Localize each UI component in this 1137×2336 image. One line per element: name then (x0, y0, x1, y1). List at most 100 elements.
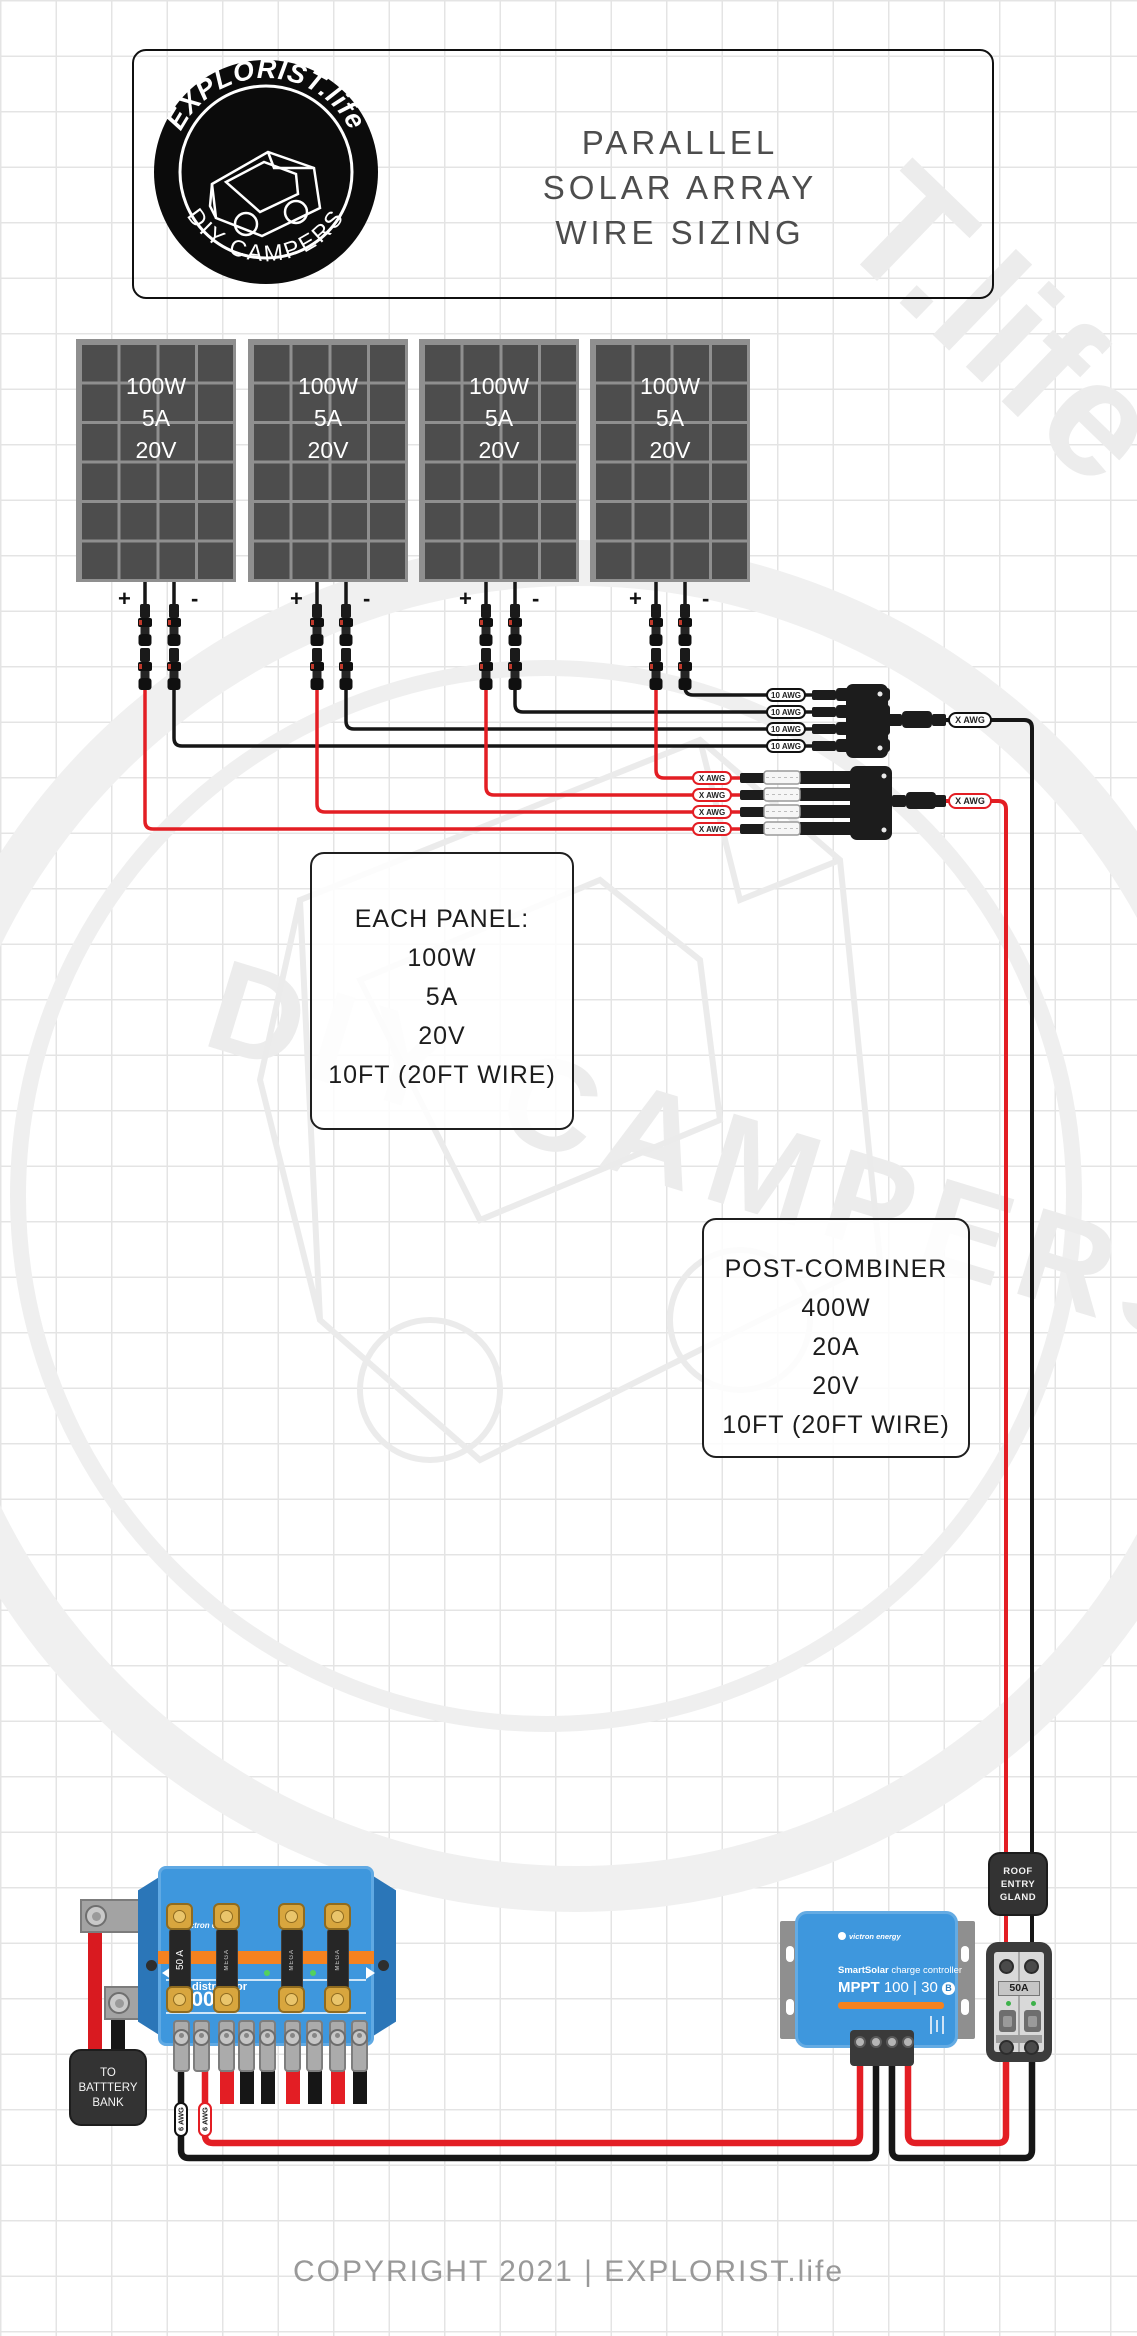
breaker-toggle (999, 2010, 1016, 2032)
wire-label-positive-1: X AWG (692, 771, 732, 785)
wire-6awg-positive (201, 2060, 864, 2147)
page-title: PARALLEL SOLAR ARRAY WIRE SIZING (542, 124, 818, 251)
panel-amps: 5A (141, 405, 171, 431)
wire-trunk-negative (884, 718, 1034, 1968)
arrow-right-icon (366, 1967, 375, 1979)
wire-panel2-positive (315, 660, 740, 814)
panel2-plus-label: + (290, 586, 303, 611)
ring-terminal (329, 2020, 346, 2072)
wire-label-negative-3: 10 AWG (766, 722, 806, 736)
copyright-text: COPYRIGHT 2021 | EXPLORIST.life (292, 2255, 845, 2288)
wire-panel1-positive (143, 660, 740, 831)
distributor-led (310, 1970, 316, 1976)
breaker-led (1031, 2001, 1036, 2006)
mppt-brand: victron energy (838, 1932, 901, 1941)
ring-terminal (238, 2020, 255, 2072)
mppt-terminal-screw (870, 2036, 882, 2048)
panel1-minus-label: - (191, 586, 199, 611)
ring-terminal (284, 2020, 301, 2072)
each-panel-note: EACH PANEL: 100W 5A 20V 10FT (20FT WIRE) (310, 852, 574, 1130)
panel-lead-stubs (143, 580, 687, 608)
bluetooth-icon: B (941, 1982, 955, 1995)
wire-label-positive-3: X AWG (692, 805, 732, 819)
panel-volts: 20V (135, 437, 177, 463)
mega-fuse-2: MEGA (216, 1929, 238, 1991)
wire-trunk-positive (886, 799, 1008, 1968)
mppt-bracket-right (955, 1921, 975, 2039)
wire-panel3-negative (513, 660, 850, 714)
panel2-minus-label: - (363, 586, 371, 611)
solar-panel-1: 100W 5A 20V (76, 339, 236, 582)
ring-terminal (218, 2020, 235, 2072)
fuse-bolt (213, 1986, 240, 2013)
roof-entry-gland: ROOF ENTRY GLAND (988, 1852, 1048, 1916)
breaker-rating-label: 50A (998, 1981, 1040, 1996)
mega-fuse-4: MEGA (327, 1929, 349, 1991)
wire-6awg-negative (177, 2060, 880, 2162)
mppt-product-line: SmartSolar charge controller (838, 1965, 963, 1976)
panel-watts: 100W (639, 373, 701, 399)
mppt-orange-stripe (838, 2002, 944, 2009)
panel4-minus-label: - (702, 586, 710, 611)
panel-amps: 5A (484, 405, 514, 431)
wire-label-6awg-negative: 6 AWG (174, 2102, 188, 2137)
wire-label-trunk-negative: X AWG (948, 712, 992, 728)
wire-panel3-positive (484, 660, 740, 797)
solar-panel-2: 100W 5A 20V (248, 339, 408, 582)
breaker-terminal (1024, 2040, 1039, 2055)
busbar-bolt (108, 1992, 130, 2014)
victron-logo-icon (838, 1932, 846, 1940)
wire-label-trunk-positive: X AWG (948, 793, 992, 809)
fuse-bolt (213, 1903, 240, 1930)
mount-hole (146, 1960, 157, 1971)
wire-panel4-positive (654, 660, 740, 780)
mega-fuse-1: 50 A (169, 1929, 191, 1991)
negative-combiner (812, 684, 946, 758)
panel-amps: 5A (655, 405, 685, 431)
panel1-plus-label: + (118, 586, 131, 611)
distributor-brand: victron energy (183, 1921, 239, 1930)
mppt-terminal-screw (902, 2036, 914, 2048)
van-icon (208, 150, 322, 238)
breaker-led (1006, 2001, 1011, 2006)
panel-volts: 20V (478, 437, 520, 463)
wire-label-positive-4: X AWG (692, 822, 732, 836)
ring-terminal (306, 2020, 323, 2072)
panel-amps: 5A (313, 405, 343, 431)
panel-watts: 100W (125, 373, 187, 399)
panel3-plus-label: + (459, 586, 472, 611)
mppt-terminal-screw (854, 2036, 866, 2048)
fuse-bolt (278, 1903, 305, 1930)
busbar-bolt (85, 1905, 107, 1927)
breaker-terminal (1024, 1959, 1039, 1974)
brand-logo: EXPLORIST.life DIY CAMPERS (154, 56, 378, 284)
fuse-bolt (166, 1903, 193, 1930)
wire-label-negative-1: 10 AWG (766, 688, 806, 702)
mount-hole (378, 1960, 389, 1971)
wire-label-negative-2: 10 AWG (766, 705, 806, 719)
distributor-side-right (370, 1874, 396, 2038)
mega-fuse-3: MEGA (281, 1929, 303, 1991)
panel-watts: 100W (297, 373, 359, 399)
wire-label-positive-2: X AWG (692, 788, 732, 802)
fuse-bolt (166, 1986, 193, 2013)
fuse-bolt (324, 1986, 351, 2013)
wire-label-negative-4: 10 AWG (766, 739, 806, 753)
distributor-orange-busbar (158, 1951, 374, 1964)
panel-watts: 100W (468, 373, 530, 399)
panel-volts: 20V (649, 437, 691, 463)
wire-panel1-negative (172, 660, 850, 748)
distributor-led (264, 1970, 270, 1976)
panel4-plus-label: + (629, 586, 642, 611)
ring-terminal (193, 2020, 210, 2072)
fuse-bolt (278, 1986, 305, 2013)
panel-volts: 20V (307, 437, 349, 463)
panel3-minus-label: - (532, 586, 540, 611)
breaker-terminal (999, 1959, 1014, 1974)
header-box (132, 49, 994, 299)
breaker-toggle (1024, 2010, 1041, 2032)
mppt-terminal-screw (886, 2036, 898, 2048)
wire-label-6awg-positive: 6 AWG (198, 2102, 212, 2137)
ring-terminal (173, 2020, 190, 2072)
